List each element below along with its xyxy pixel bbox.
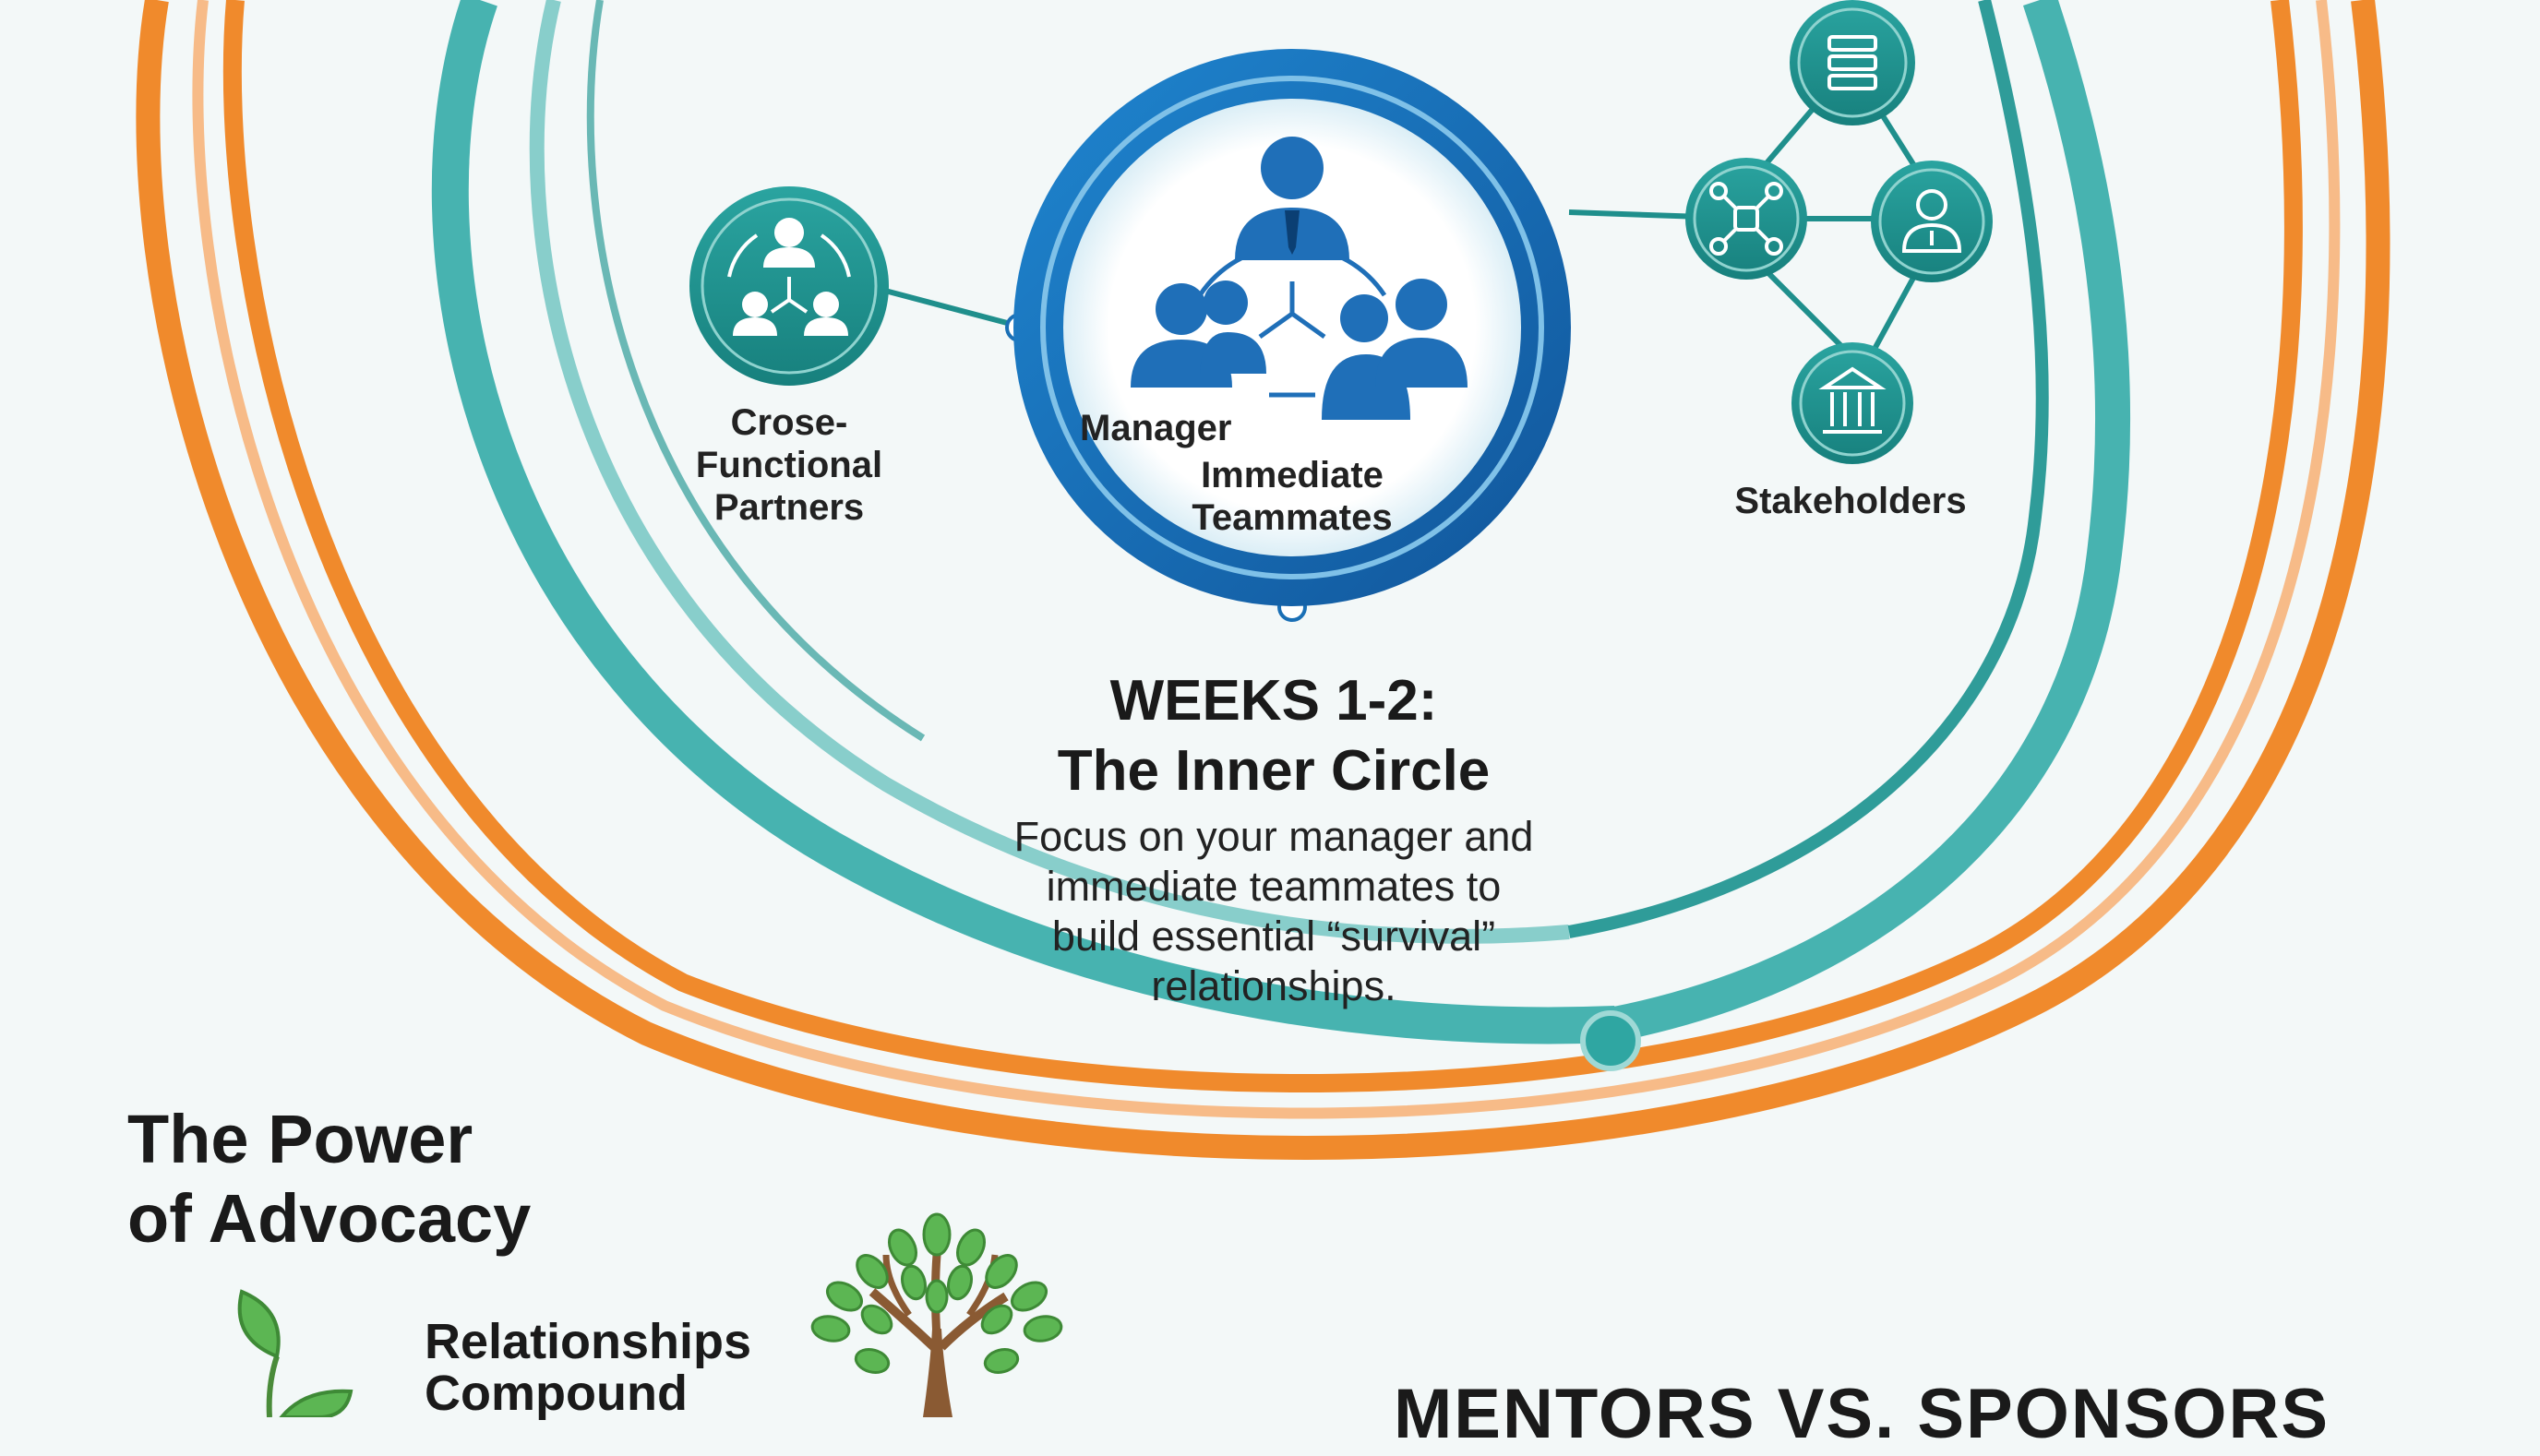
server-icon — [1790, 0, 1915, 125]
cross-functional-line-2: Functional — [695, 445, 883, 485]
relationships-compound-line-2: Compound — [425, 1366, 688, 1421]
phase-description-line-1: Focus on your manager and — [1013, 813, 1534, 860]
person-id-icon — [1871, 161, 1993, 282]
immediate-teammates-line-1: Immediate — [1201, 455, 1384, 495]
cross-functional-line-3: Partners — [713, 487, 865, 528]
phase-description-line-4: relationships. — [1151, 962, 1396, 1009]
manager-label: Manager — [1080, 408, 1232, 448]
manager-team-icon — [1131, 137, 1468, 420]
advocacy-title-line-2: of Advocacy — [127, 1180, 532, 1257]
advocacy-title-line-1: The Power — [127, 1101, 473, 1177]
teal-swirl-ring — [431, 0, 2131, 1071]
tree-icon — [810, 1212, 1063, 1417]
diagram-canvas — [136, 0, 2390, 1417]
immediate-teammates-label: Immediate Teammates — [1154, 454, 1431, 539]
team-network-icon — [689, 186, 889, 386]
cross-functional-partners-label: Crose- Functional Partners — [646, 401, 932, 529]
cross-functional-line-1: Crose- — [730, 402, 848, 443]
phase-description: Focus on your manager and immediate team… — [914, 812, 1634, 1011]
phase-title-line-1: WEEKS 1-2: — [1109, 669, 1438, 733]
network-hub-icon — [1685, 158, 1807, 280]
bank-building-icon — [1791, 342, 1913, 464]
relationships-compound-title: Relationships Compound — [425, 1316, 812, 1419]
immediate-teammates-line-2: Teammates — [1192, 497, 1393, 538]
inner-circle-hub — [1013, 49, 1571, 606]
phase-description-line-2: immediate teammates to — [1046, 863, 1502, 910]
relationships-compound-line-1: Relationships — [425, 1314, 752, 1369]
phase-title-line-2: The Inner Circle — [1057, 739, 1491, 803]
mentors-vs-sponsors-title: MENTORS VS. SPONSORS — [1394, 1375, 2330, 1453]
sprout-icon — [237, 1289, 353, 1417]
phase-title: WEEKS 1-2: The Inner Circle — [923, 666, 1624, 806]
advocacy-title: The Power of Advocacy — [127, 1100, 644, 1259]
outer-orange-ring — [136, 0, 2390, 1160]
phase-description-line-3: build essential “survival” — [1051, 913, 1496, 960]
stakeholders-label: Stakeholders — [1734, 481, 1967, 521]
